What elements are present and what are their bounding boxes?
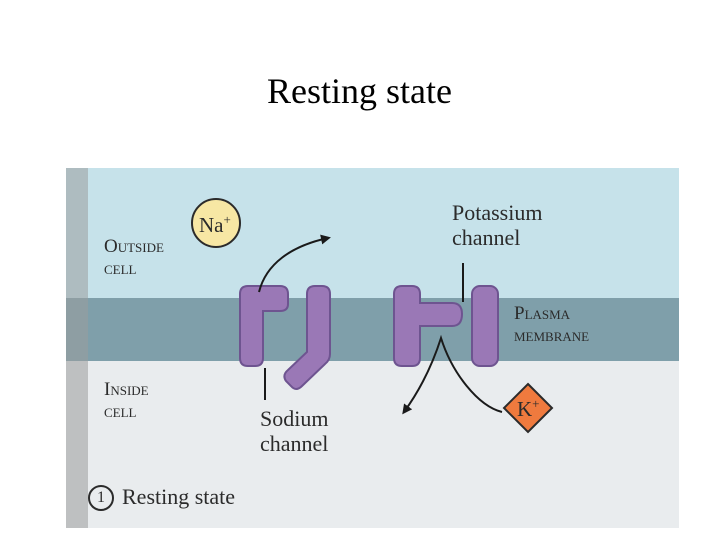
potassium-ion-symbol: K <box>517 397 533 421</box>
sodium-efflux-arrow <box>258 234 331 293</box>
potassium-ion-charge: + <box>532 396 540 411</box>
sodium-label-line-2: channel <box>260 431 329 457</box>
sodium-ion <box>191 198 241 248</box>
sodium-channel-left-subunit <box>239 285 289 367</box>
potassium-label-line-1: Potassium <box>452 200 543 225</box>
membrane-label-line-2: membrane <box>514 324 590 346</box>
membrane-diagram <box>66 168 679 528</box>
outside-cell-label: Outside cell <box>104 236 164 280</box>
slide-title: Resting state <box>267 71 452 111</box>
inside-cell-label: Inside cell <box>104 379 149 423</box>
potassium-label-line-2: channel <box>452 225 521 251</box>
sodium-ion-label: Na+ <box>199 212 231 238</box>
potassium-channel-left-subunit <box>393 285 464 367</box>
resting-state-figure: Na+ K+ Outside cell Inside cell Plasma m… <box>66 168 679 528</box>
sodium-ion-charge: + <box>223 212 231 227</box>
potassium-channel-right-subunit <box>471 285 499 367</box>
sodium-channel-label: Sodium channel <box>260 406 328 457</box>
plasma-membrane-label: Plasma membrane <box>514 303 589 347</box>
sodium-channel-right-subunit <box>283 285 331 390</box>
sodium-ion-symbol: Na <box>199 213 224 237</box>
outside-label-line-2: cell <box>104 257 137 279</box>
sodium-label-line-1: Sodium <box>260 406 329 431</box>
potassium-ion-label: K+ <box>517 396 540 422</box>
inside-label-line-1: Inside <box>104 379 149 400</box>
inside-label-line-2: cell <box>104 400 137 422</box>
figure-caption: 1 Resting state <box>88 484 235 511</box>
plasma-membrane-band <box>66 298 679 361</box>
outside-cell-region <box>66 168 679 298</box>
caption-text: Resting state <box>122 484 236 509</box>
outside-label-line-1: Outside <box>104 236 164 257</box>
page-edge-shadow <box>66 168 88 528</box>
potassium-flow-arrow <box>402 334 503 415</box>
membrane-label-line-1: Plasma <box>514 303 571 324</box>
potassium-channel-label: Potassium channel <box>452 200 542 251</box>
step-number-badge: 1 <box>88 485 114 511</box>
potassium-ion <box>502 382 554 434</box>
inside-cell-region <box>66 361 679 528</box>
